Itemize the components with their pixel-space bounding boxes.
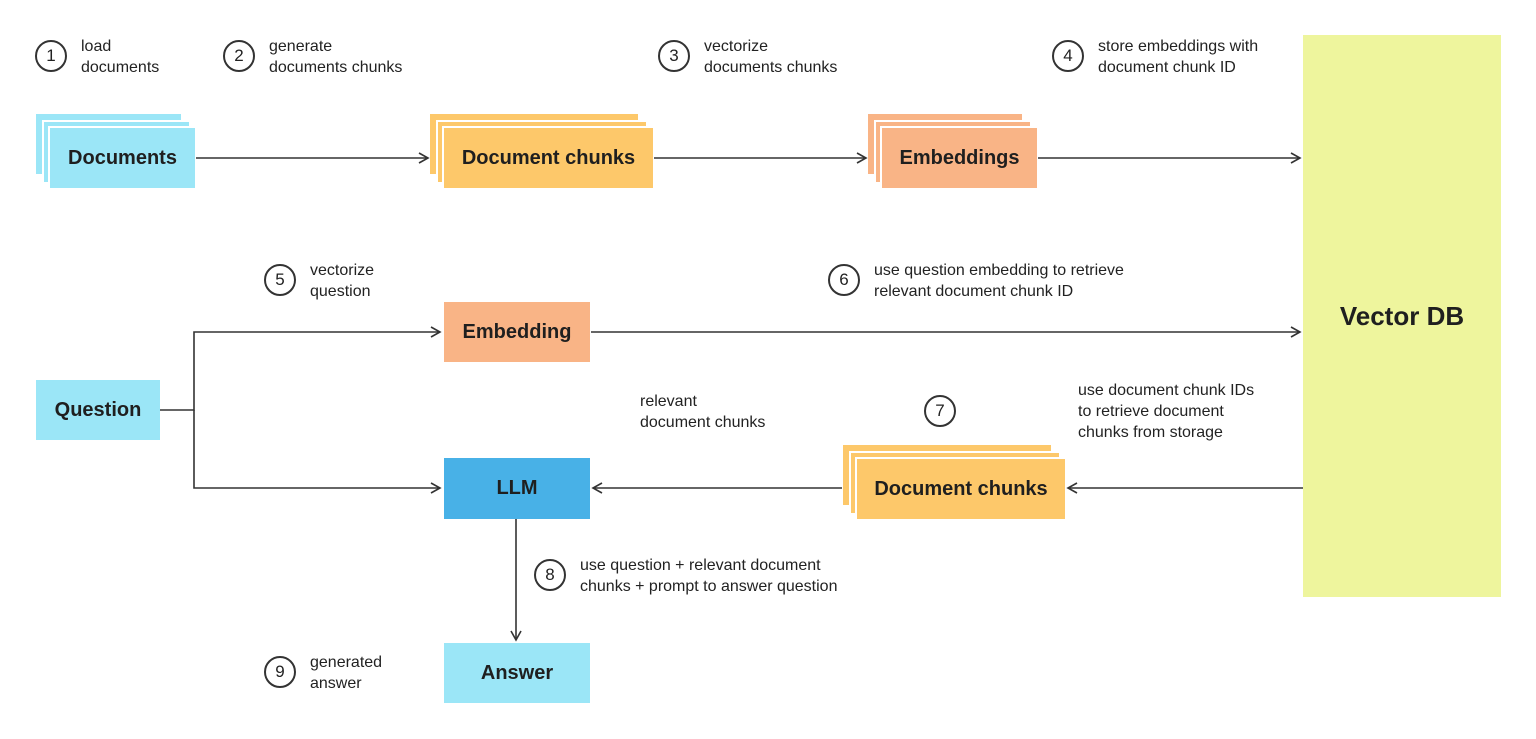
step-description: store embeddings with document chunk ID bbox=[1098, 38, 1259, 76]
step-number: 6 bbox=[828, 264, 860, 296]
step-description: load documents bbox=[81, 38, 160, 76]
document-chunks-top-node: Document chunks bbox=[442, 126, 653, 188]
step-5: 5 vectorize question bbox=[264, 262, 374, 302]
step-description: use question + relevant document chunks … bbox=[580, 557, 838, 595]
step-4: 4 store embeddings with document chunk I… bbox=[1052, 38, 1258, 78]
step-number: 3 bbox=[658, 40, 690, 72]
edge-question-to-llm bbox=[193, 410, 442, 494]
embeddings-node: Embeddings bbox=[880, 126, 1037, 188]
relevant-chunks-label: relevant document chunks bbox=[640, 393, 766, 431]
step-number: 7 bbox=[924, 395, 956, 427]
step-description: vectorize question bbox=[310, 262, 375, 300]
step-number: 5 bbox=[264, 264, 296, 296]
step-9: 9 generated answer bbox=[264, 654, 382, 694]
step-description: vectorize documents chunks bbox=[704, 38, 838, 76]
document-chunks-bottom-node: Document chunks bbox=[855, 457, 1065, 519]
step-description: generated answer bbox=[310, 654, 383, 692]
documents-node: Documents bbox=[48, 126, 195, 188]
step-description: use question embedding to retrieve relev… bbox=[874, 262, 1124, 300]
step-1: 1 load documents bbox=[35, 38, 159, 78]
step-6: 6 use question embedding to retrieve rel… bbox=[828, 262, 1124, 302]
step-number: 4 bbox=[1052, 40, 1084, 72]
step-number: 9 bbox=[264, 656, 296, 688]
edge-question-to-embedding bbox=[160, 326, 442, 411]
step-description: generate documents chunks bbox=[269, 38, 403, 76]
step-number: 1 bbox=[35, 40, 67, 72]
step-3: 3 vectorize documents chunks bbox=[658, 38, 837, 78]
step-8: 8 use question + relevant document chunk… bbox=[534, 557, 837, 597]
answer-node: Answer bbox=[444, 643, 590, 703]
question-node: Question bbox=[36, 380, 160, 440]
step-number: 8 bbox=[534, 559, 566, 591]
vector-db-node: Vector DB bbox=[1303, 35, 1501, 597]
step-number: 2 bbox=[223, 40, 255, 72]
embedding-node: Embedding bbox=[444, 302, 590, 362]
retrieve-from-storage-label: use document chunk IDs to retrieve docum… bbox=[1078, 382, 1255, 441]
step-2: 2 generate documents chunks bbox=[223, 38, 402, 78]
step-7: 7 bbox=[924, 395, 956, 427]
llm-node: LLM bbox=[444, 458, 590, 519]
